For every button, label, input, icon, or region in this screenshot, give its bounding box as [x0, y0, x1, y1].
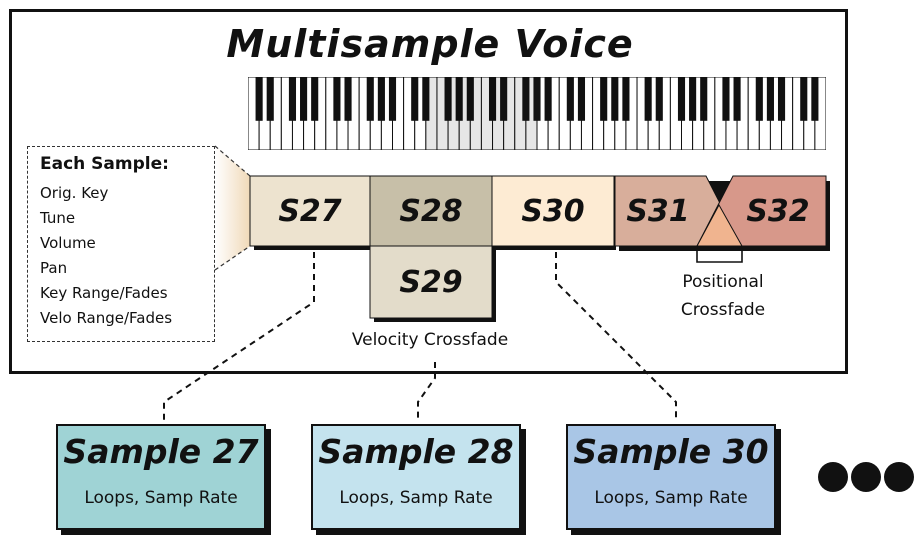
- black-key: [522, 77, 530, 121]
- diagram-title: Multisample Voice: [226, 22, 634, 66]
- sample-box-28-subtitle: Loops, Samp Rate: [339, 488, 493, 508]
- sample-box-27-subtitle: Loops, Samp Rate: [84, 488, 238, 508]
- black-key: [755, 77, 763, 121]
- connector-s27: [163, 252, 315, 420]
- black-key: [622, 77, 630, 121]
- black-key: [455, 77, 463, 121]
- piano-keyboard: [248, 77, 826, 150]
- black-key: [766, 77, 774, 121]
- positional-crossfade-caption-line2: Crossfade: [680, 300, 766, 320]
- voice-frame: [9, 9, 848, 374]
- black-key: [677, 77, 686, 121]
- black-key: [811, 77, 819, 121]
- black-key: [777, 77, 786, 121]
- black-key: [311, 77, 319, 121]
- black-key: [466, 77, 474, 121]
- black-key: [422, 77, 430, 121]
- black-key: [411, 77, 419, 121]
- black-key: [644, 77, 652, 121]
- black-key: [600, 77, 608, 121]
- black-key: [300, 77, 308, 121]
- zone-label-s30: S30: [521, 194, 585, 229]
- callout-connector-edge: [214, 245, 251, 271]
- sample-box-30-subtitle: Loops, Samp Rate: [594, 488, 748, 508]
- connector-s28: [417, 362, 436, 420]
- black-key: [500, 77, 508, 121]
- black-key: [689, 77, 697, 121]
- ellipsis-dot-3: [884, 462, 914, 492]
- each-sample-item: Pan: [40, 259, 68, 277]
- black-key: [255, 77, 263, 121]
- black-key: [388, 77, 397, 121]
- black-key: [366, 77, 374, 121]
- connector-s30: [555, 252, 677, 420]
- black-key: [266, 77, 274, 121]
- ellipsis-dot-2: [851, 462, 881, 492]
- zone-label-s29: S29: [399, 265, 463, 300]
- black-key: [800, 77, 808, 121]
- each-sample-item: Volume: [40, 234, 96, 252]
- ellipsis-dot-1: [818, 462, 848, 492]
- black-key: [377, 77, 385, 121]
- callout-connector: [215, 146, 250, 270]
- black-key: [333, 77, 341, 121]
- black-key: [533, 77, 541, 121]
- zone-s29: [369, 245, 493, 319]
- sample-box-28: Sample 28 Loops, Samp Rate: [311, 424, 521, 530]
- each-sample-item: Tune: [40, 209, 76, 227]
- sample-box-28-title: Sample 28: [318, 432, 514, 471]
- zone-label-s28: S28: [399, 194, 463, 229]
- sample-box-30-title: Sample 30: [573, 432, 769, 471]
- zone-label-s27: S27: [278, 194, 342, 229]
- velocity-crossfade-caption: Velocity Crossfade: [351, 330, 509, 350]
- black-key: [288, 77, 297, 121]
- black-key: [488, 77, 497, 121]
- positional-bracket: [696, 250, 743, 263]
- black-key: [544, 77, 552, 121]
- black-key: [611, 77, 619, 121]
- zone-s27: [249, 175, 371, 247]
- each-sample-item: Key Range/Fades: [40, 284, 168, 302]
- black-key: [700, 77, 708, 121]
- sample-box-27: Sample 27 Loops, Samp Rate: [56, 424, 266, 530]
- zone-label-s32: S32: [746, 194, 810, 229]
- black-key: [344, 77, 352, 121]
- zone-s30: [491, 175, 615, 247]
- each-sample-item: Orig. Key: [40, 184, 109, 202]
- black-key: [566, 77, 574, 121]
- positional-crossfade-caption-line1: Positional: [682, 272, 764, 292]
- crossfade-overlap: [696, 203, 743, 247]
- black-key: [733, 77, 741, 121]
- black-key: [577, 77, 586, 121]
- each-sample-callout: [27, 146, 215, 342]
- black-key: [444, 77, 452, 121]
- callout-connector-edge: [214, 145, 251, 177]
- zone-label-s31: S31: [626, 194, 690, 229]
- each-sample-heading: Each Sample:: [40, 154, 169, 174]
- black-key: [722, 77, 730, 121]
- each-sample-item: Velo Range/Fades: [40, 309, 173, 327]
- black-key: [655, 77, 663, 121]
- sample-box-30: Sample 30 Loops, Samp Rate: [566, 424, 776, 530]
- sample-box-27-title: Sample 27: [63, 432, 259, 471]
